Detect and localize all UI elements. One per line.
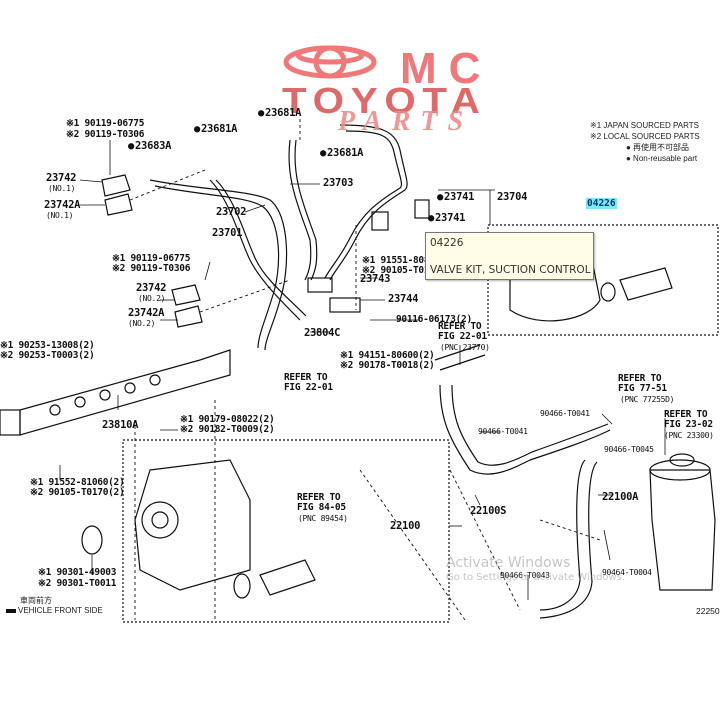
part-label[interactable]: ※2 90253-T0003(2)	[0, 350, 95, 361]
part-label[interactable]: ※2 90301-T0011	[38, 578, 117, 589]
part-tooltip: 04226 VALVE KIT, SUCTION CONTROL	[425, 232, 594, 280]
part-label[interactable]: ※2 90178-T0018(2)	[340, 360, 435, 371]
arrow-left-icon	[6, 608, 16, 613]
part-label[interactable]: 23683A	[128, 141, 171, 152]
part-label-note: (NO.1)	[48, 184, 76, 193]
part-label[interactable]: ※1 90179-08022(2)	[180, 414, 275, 425]
part-label[interactable]: ※2 90182-T0009(2)	[180, 424, 275, 435]
part-label[interactable]: ※1 90253-13008(2)	[0, 340, 95, 351]
refer-label[interactable]: FIG 23-02	[664, 419, 713, 430]
watermark-subtitle: Go to Settings to activate Windows.	[446, 572, 626, 583]
part-label[interactable]: ※1 90119-06775	[112, 253, 191, 264]
part-label[interactable]: ※2 90105-T0170(2)	[30, 487, 125, 498]
part-label[interactable]: 90466-T0043	[500, 571, 550, 580]
front-label-en-text: VEHICLE FRONT SIDE	[18, 606, 103, 615]
part-label[interactable]: ※2 90119-T0306	[66, 129, 145, 140]
part-label[interactable]: 90464-T0004	[602, 568, 652, 577]
part-label[interactable]: ※2 90119-T0306	[112, 263, 191, 274]
part-label[interactable]: 23702	[216, 206, 247, 218]
highlighted-part-code[interactable]: 04226	[586, 198, 617, 209]
front-label-jp: 車両前方	[20, 596, 52, 605]
part-label[interactable]: 23681A	[194, 124, 237, 135]
part-label[interactable]: 23744	[388, 293, 419, 305]
part-label[interactable]: ※1 91551-80818	[362, 255, 441, 266]
hose-22100S	[439, 384, 611, 475]
part-label[interactable]: 90466-T0041	[540, 409, 590, 418]
part-label[interactable]: 90466-T0045	[604, 445, 654, 454]
logo-toyota: TOYOTA	[282, 80, 487, 121]
legend-non-reusable: ● Non-reusable part	[626, 154, 698, 163]
part-label[interactable]: 90466-T0041	[478, 427, 528, 436]
part-label[interactable]: 23742A	[128, 307, 165, 319]
refer-label[interactable]: FIG 22-01	[438, 331, 487, 342]
refer-label[interactable]: FIG 22-01	[284, 382, 333, 393]
part-label-note: (NO.1)	[46, 211, 74, 220]
logo-parts: PARTS	[338, 106, 474, 137]
part-label[interactable]: 22100	[390, 520, 421, 532]
part-label[interactable]: 22100S	[470, 505, 507, 517]
part-label[interactable]: 23743	[360, 273, 391, 285]
refer-label[interactable]: REFER TO	[297, 492, 341, 503]
legend-local-sourced: ※2 LOCAL SOURCED PARTS	[590, 132, 700, 141]
part-label[interactable]: 23810A	[102, 419, 139, 431]
refer-label[interactable]: REFER TO	[284, 372, 328, 383]
activate-windows-watermark: Activate Windows Go to Settings to activ…	[446, 555, 625, 583]
injection-pipe-1	[149, 179, 288, 351]
part-label[interactable]: ※1 90301-49003	[38, 567, 117, 578]
front-label-en: VEHICLE FRONT SIDE	[6, 606, 103, 616]
part-label[interactable]: 23701	[212, 227, 243, 239]
refer-label[interactable]: (PNC 23300)	[664, 431, 714, 440]
part-label[interactable]: ※1 94151-80600(2)	[340, 350, 435, 361]
part-label[interactable]: 23681A	[320, 148, 363, 159]
refer-label[interactable]: (PNC 89454)	[298, 514, 348, 523]
refer-label[interactable]: FIG 84-05	[297, 502, 346, 513]
part-label[interactable]: ※1 91552-81060(2)	[30, 477, 125, 488]
refer-label[interactable]: (PNC 23770)	[440, 343, 490, 352]
legend-non-reusable-jp: ● 再使用不可部品	[626, 143, 690, 152]
legend-japan-sourced: ※1 JAPAN SOURCED PARTS	[590, 121, 699, 130]
refer-label[interactable]: REFER TO	[664, 409, 708, 420]
part-label-note: (NO.2)	[138, 294, 166, 303]
part-label[interactable]: 23681A	[258, 108, 301, 119]
watermark-title: Activate Windows	[446, 555, 571, 571]
part-label[interactable]: ※1 90119-06775	[66, 118, 145, 129]
logo-mc: MC	[400, 44, 493, 93]
refer-label[interactable]: FIG 77-51	[618, 383, 667, 394]
part-label[interactable]: 23804C	[304, 327, 341, 339]
part-label[interactable]: 90116-06173(2)	[396, 314, 472, 325]
figure-number: 22250	[696, 606, 720, 616]
legend: ※1 JAPAN SOURCED PARTS ※2 LOCAL SOURCED …	[590, 120, 700, 164]
pump-assembly-frame	[122, 439, 450, 623]
part-label-note: (NO.2)	[128, 319, 156, 328]
part-label[interactable]: 23704	[497, 191, 528, 203]
hose-22100A	[539, 459, 586, 611]
part-label[interactable]: 22100A	[602, 491, 639, 503]
tooltip-part-description: VALVE KIT, SUCTION CONTROL	[430, 264, 591, 276]
tooltip-part-code: 04226	[430, 237, 464, 249]
part-label[interactable]: 23703	[323, 177, 354, 189]
refer-label[interactable]: REFER TO	[618, 373, 662, 384]
part-label[interactable]: ※2 90105-T0170	[362, 265, 441, 276]
part-label[interactable]: 23741	[437, 192, 474, 203]
suction-control-frame	[487, 224, 719, 336]
part-label[interactable]: 23742	[136, 282, 167, 294]
part-label[interactable]: 23741	[428, 213, 465, 224]
refer-label[interactable]: (PNC 77255D)	[620, 395, 675, 404]
refer-label[interactable]: REFER TO	[438, 321, 482, 332]
part-label[interactable]: 23742	[46, 172, 77, 184]
part-label[interactable]: 23742A	[44, 199, 81, 211]
vehicle-front-side-marker: 車両前方 VEHICLE FRONT SIDE	[6, 596, 103, 616]
